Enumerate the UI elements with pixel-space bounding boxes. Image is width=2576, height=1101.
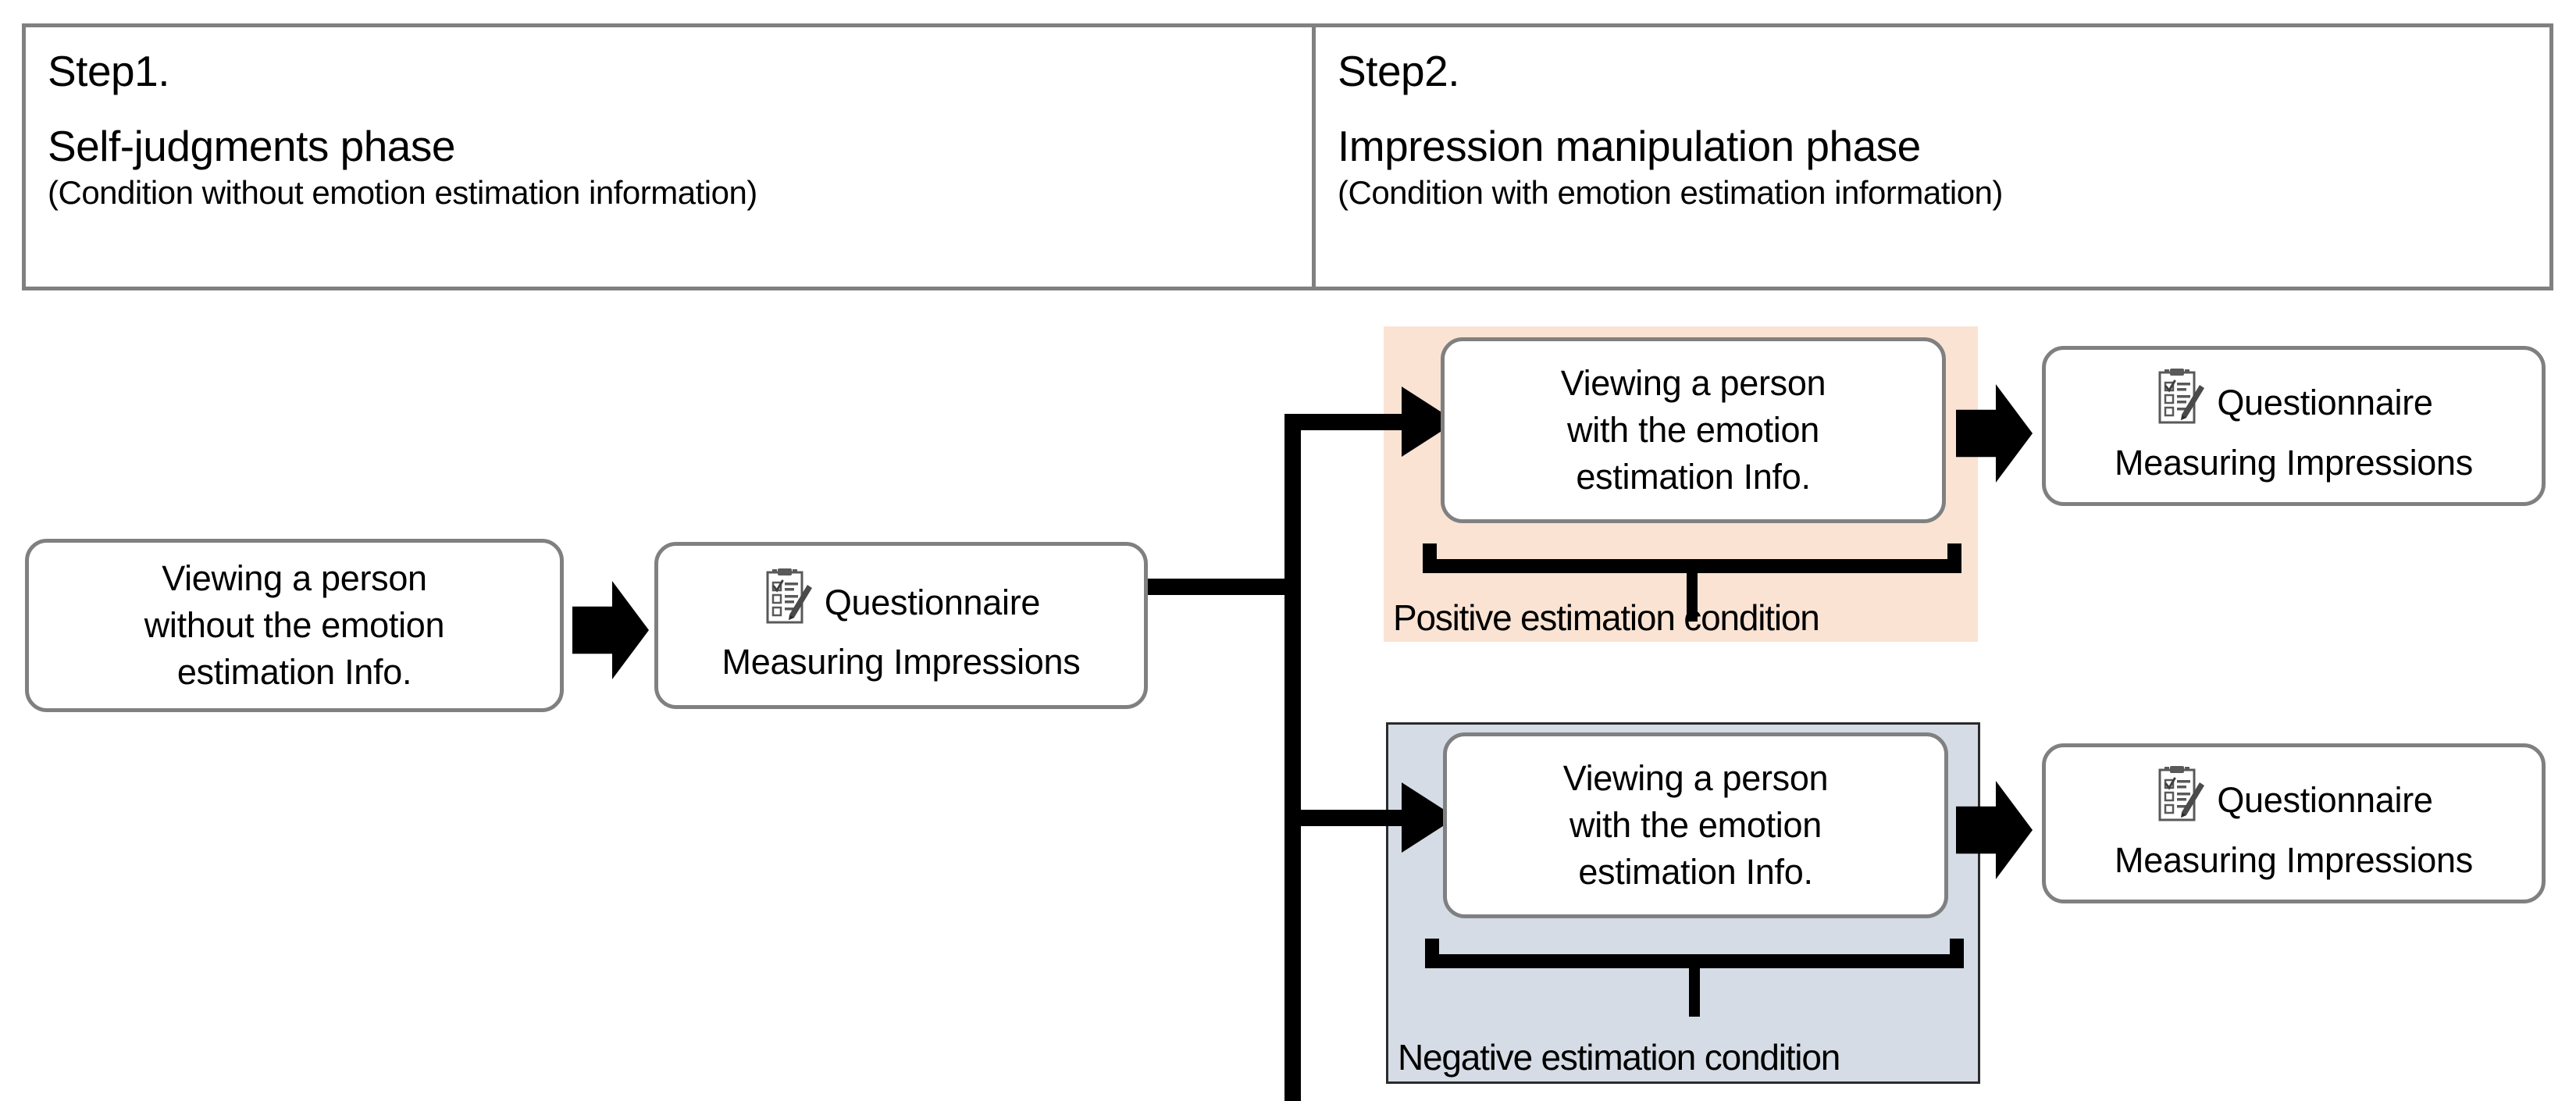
step2-phase-name: Impression manipulation phase (1338, 121, 1921, 170)
step2-header-cell: Step2. Impression manipulation phase (Co… (1316, 27, 2549, 287)
step1-number: Step1. (48, 47, 170, 95)
questionnaire-subtitle-positive: Measuring Impressions (2115, 442, 2473, 483)
branch-connector-top (1284, 414, 1413, 430)
bracket-positive-condition (1423, 534, 1961, 622)
clipboard-checklist-pencil-icon (762, 566, 814, 640)
bracket-top-bar (1425, 954, 1964, 968)
step1-phase-name: Self-judgments phase (48, 121, 455, 170)
step2-number: Step2. (1338, 47, 1460, 95)
clipboard-checklist-pencil-icon (2154, 366, 2206, 440)
negative-estimation-label: Negative estimation condition (1398, 1037, 1840, 1078)
clipboard-checklist-pencil-icon (2154, 764, 2206, 838)
box-questionnaire-step1[interactable]: Questionnaire Measuring Impressions (654, 542, 1148, 709)
box-questionnaire-positive[interactable]: Questionnaire Measuring Impressions (2042, 346, 2546, 506)
step1-header-cell: Step1. Self-judgments phase (Condition w… (26, 27, 1316, 287)
bracket-left-tip (1425, 939, 1439, 968)
step2-condition: (Condition with emotion estimation infor… (1338, 174, 2003, 212)
arrow-view-to-questionnaire-step1 (572, 581, 649, 679)
branch-connector-mid (1210, 579, 1288, 595)
bracket-top-bar (1423, 559, 1961, 573)
bracket-negative-condition (1425, 929, 1964, 1017)
box-questionnaire-negative[interactable]: Questionnaire Measuring Impressions (2042, 743, 2546, 903)
step-header-table: Step1. Self-judgments phase (Condition w… (22, 23, 2553, 290)
questionnaire-title-step1: Questionnaire (824, 582, 1041, 622)
branch-connector-trunk (1284, 414, 1301, 1101)
branch-connector-bottom (1284, 810, 1413, 826)
positive-estimation-label: Positive estimation condition (1393, 597, 1820, 638)
bracket-stem (1687, 573, 1698, 622)
bracket-right-tip (1947, 543, 1961, 573)
questionnaire-subtitle-negative: Measuring Impressions (2115, 839, 2473, 880)
bracket-left-tip (1423, 543, 1437, 573)
bracket-right-tip (1950, 939, 1964, 968)
bracket-stem (1689, 968, 1700, 1017)
questionnaire-title-positive: Questionnaire (2217, 383, 2433, 422)
step1-condition: (Condition without emotion estimation in… (48, 174, 757, 212)
questionnaire-title-negative: Questionnaire (2217, 780, 2433, 820)
questionnaire-subtitle-step1: Measuring Impressions (721, 642, 1081, 682)
branch-connector-stub (1148, 579, 1210, 595)
